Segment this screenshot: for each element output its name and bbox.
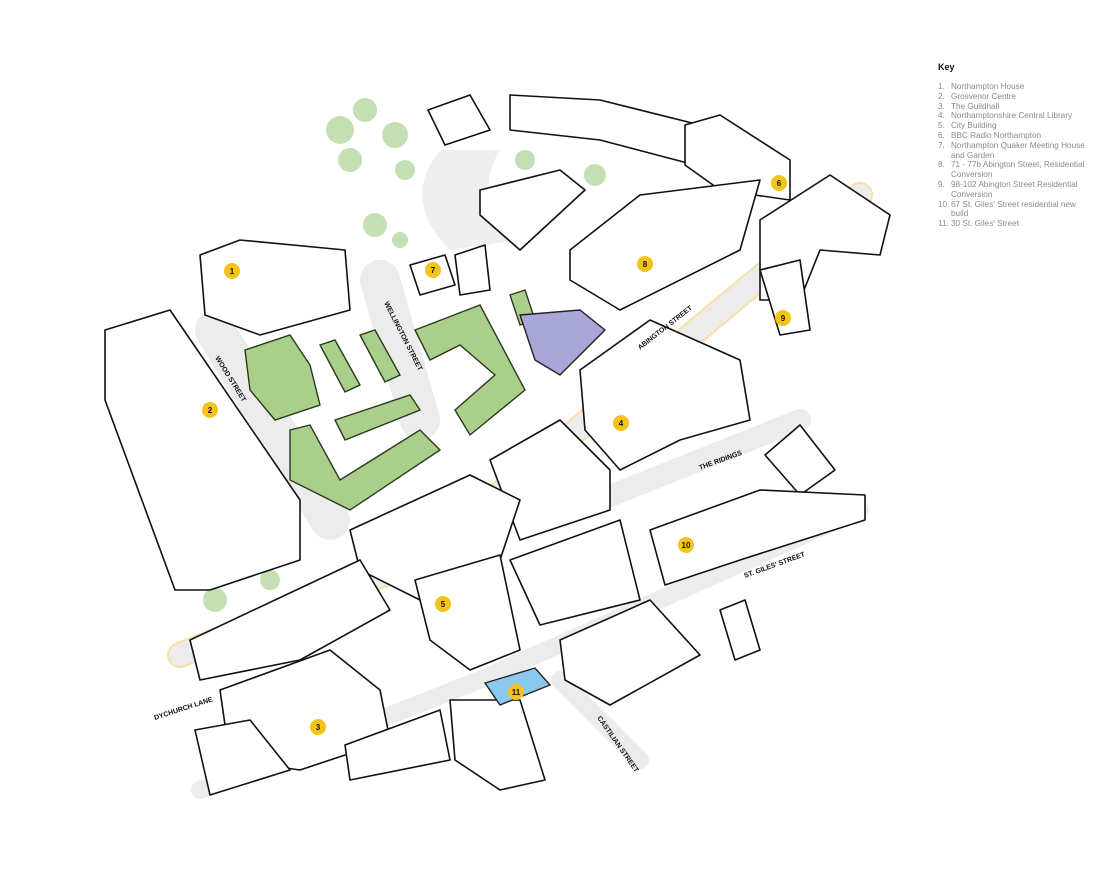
green-block — [289, 424, 442, 511]
marker-1[interactable]: 1 — [224, 263, 240, 279]
building — [427, 94, 491, 146]
key-item: 2. Grosvenor Centre — [938, 92, 1088, 102]
building — [194, 719, 291, 796]
svg-text:7: 7 — [431, 266, 436, 275]
marker-2[interactable]: 2 — [202, 402, 218, 418]
key-item: 3. The Guildhall — [938, 102, 1088, 112]
marker-7[interactable]: 7 — [425, 262, 441, 278]
map-key: Key 1. Northampton House 2. Grosvenor Cent… — [938, 62, 1088, 229]
highlight-block-purple — [519, 309, 607, 376]
key-label: 98-102 Abington Street Residential Conve… — [951, 179, 1078, 199]
key-num: 6. — [938, 130, 945, 140]
building-central-library — [579, 319, 751, 471]
key-label: The Guildhall — [951, 101, 1000, 111]
marker-4[interactable]: 4 — [613, 415, 629, 431]
svg-text:3: 3 — [316, 723, 321, 732]
marker-11[interactable]: 11 — [508, 684, 524, 700]
key-num: 7. — [938, 140, 945, 150]
building — [479, 169, 586, 251]
marker-8[interactable]: 8 — [637, 256, 653, 272]
svg-text:4: 4 — [619, 419, 624, 428]
svg-text:2: 2 — [208, 406, 213, 415]
the-ridings — [589, 409, 811, 511]
key-item: 8. 71 - 77b Abington Street, Residential … — [938, 160, 1088, 180]
markers: 1 2 3 4 5 6 7 8 9 10 11 — [202, 175, 791, 735]
key-item: 10.67 St. Giles' Street residential new … — [938, 200, 1088, 220]
building-northampton-house — [199, 239, 351, 336]
svg-text:5: 5 — [441, 600, 446, 609]
green-block — [334, 394, 422, 441]
key-label: BBC Radio Northampton — [951, 130, 1042, 140]
key-num: 8. — [938, 160, 945, 170]
key-label: 71 - 77b Abington Street, Residential Co… — [951, 160, 1085, 180]
building-grosvenor-centre — [104, 309, 301, 591]
key-item: 1. Northampton House — [938, 82, 1088, 92]
key-item: 7. Northampton Quaker Meeting House and G… — [938, 141, 1088, 161]
key-num: 1. — [938, 82, 945, 91]
building-abington-conversion — [569, 179, 761, 311]
building-abington-98-102 — [759, 259, 811, 336]
building-city-building — [414, 554, 521, 671]
key-num: 10. — [938, 199, 950, 209]
key-item: 5. City Building — [938, 121, 1088, 131]
key-label: 30 St. Giles' Street — [951, 219, 1020, 229]
building — [454, 244, 491, 296]
key-label: 67 St. Giles' Street residential new bui… — [951, 199, 1076, 219]
key-item: 4. Northamptonshire Central Library — [938, 111, 1088, 121]
green-block — [318, 339, 361, 393]
building — [764, 424, 836, 496]
key-num: 2. — [938, 91, 945, 101]
svg-text:9: 9 — [781, 314, 786, 323]
key-item: 9. 98-102 Abington Street Residential Con… — [938, 180, 1088, 200]
key-label: City Building — [951, 121, 997, 131]
key-num: 3. — [938, 101, 945, 111]
key-num: 9. — [938, 179, 945, 189]
svg-text:1: 1 — [230, 267, 235, 276]
key-label: Northampton Quaker Meeting House and Gar… — [951, 140, 1085, 160]
marker-5[interactable]: 5 — [435, 596, 451, 612]
wellington-street — [360, 260, 440, 440]
label-dychurch-lane: DYCHURCH LANE — [153, 696, 214, 722]
building — [449, 699, 546, 791]
building — [189, 559, 391, 681]
key-item: 11.30 St. Giles' Street — [938, 219, 1088, 229]
svg-text:11: 11 — [512, 688, 521, 697]
building — [489, 419, 611, 541]
buildings — [104, 94, 891, 796]
new-build-blocks — [244, 289, 607, 706]
marker-10[interactable]: 10 — [678, 537, 694, 553]
key-list: 1. Northampton House 2. Grosvenor Centre 3… — [938, 82, 1088, 229]
marker-3[interactable]: 3 — [310, 719, 326, 735]
trees — [203, 98, 606, 612]
castilian-street — [551, 671, 649, 769]
marker-9[interactable]: 9 — [775, 310, 791, 326]
building — [344, 709, 451, 781]
key-label: Grosvenor Centre — [951, 91, 1017, 101]
green-block — [414, 304, 526, 437]
building — [509, 519, 641, 626]
building — [509, 94, 701, 166]
key-label: Northamptonshire Central Library — [951, 111, 1073, 121]
building-st-giles-new-build — [649, 489, 866, 586]
green-block — [244, 334, 321, 421]
key-title: Key — [938, 62, 955, 72]
key-num: 4. — [938, 111, 945, 121]
building — [719, 599, 761, 661]
building — [559, 599, 701, 706]
svg-text:8: 8 — [643, 260, 648, 269]
key-num: 11. — [938, 219, 949, 229]
marker-6[interactable]: 6 — [771, 175, 787, 191]
green-block — [358, 329, 401, 383]
key-num: 5. — [938, 121, 945, 131]
svg-text:6: 6 — [777, 179, 782, 188]
svg-text:10: 10 — [682, 541, 691, 550]
key-item: 6. BBC Radio Northampton — [938, 131, 1088, 141]
key-label: Northampton House — [951, 82, 1025, 91]
